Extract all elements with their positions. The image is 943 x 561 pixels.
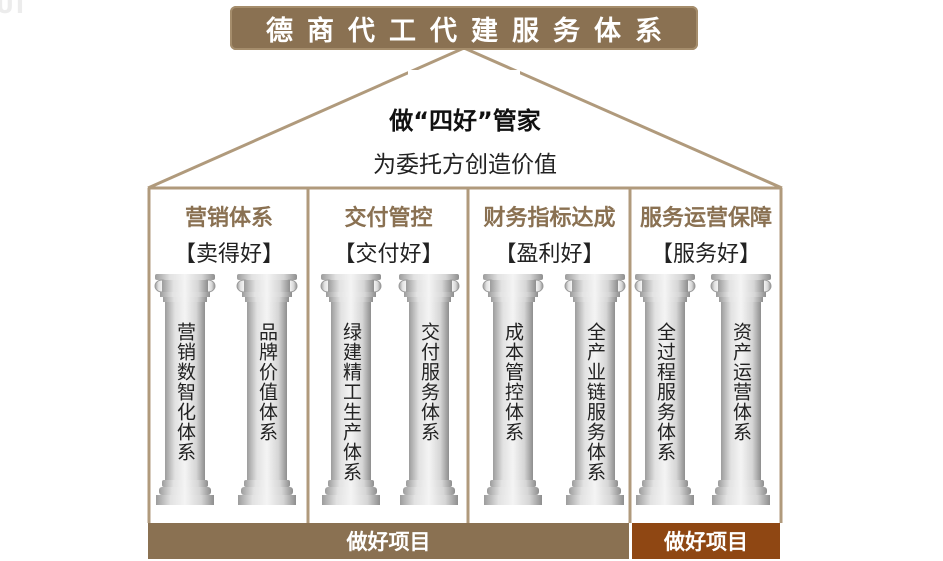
pillar-label: 品牌价值体系 — [256, 322, 278, 442]
pillar: 品牌价值体系 — [236, 272, 298, 508]
page-title: 德商代工代建服务体系 — [266, 15, 676, 47]
pillar-label: 成本管控体系 — [502, 322, 524, 442]
foundation-bar-right: 做好项目 — [632, 523, 780, 559]
section-title-marketing: 营销体系 — [184, 206, 273, 231]
pillar: 成本管控体系 — [482, 272, 544, 508]
pillar: 绿建精工生产体系 — [320, 272, 382, 508]
section-subtitle-finance: 【盈利好】 — [494, 242, 605, 267]
pillar-label: 全产业链服务体系 — [584, 322, 606, 482]
pillar: 营销数智化体系 — [154, 272, 216, 508]
section-subtitle-delivery: 【交付好】 — [333, 242, 444, 267]
roof-slogan-main: 做“四好”管家 — [389, 107, 541, 135]
pillar: 交付服务体系 — [398, 272, 460, 508]
watermark: UI — [0, 0, 27, 19]
pillar: 全产业链服务体系 — [564, 272, 626, 508]
pillar-label: 绿建精工生产体系 — [340, 322, 362, 482]
section-title-service: 服务运营保障 — [639, 206, 772, 231]
pillar: 全过程服务体系 — [634, 272, 696, 508]
foundation-bar-left: 做好项目 — [148, 523, 629, 559]
section-title-finance: 财务指标达成 — [483, 206, 616, 231]
pillar-label: 资产运营体系 — [730, 322, 752, 442]
pillar-label: 交付服务体系 — [418, 322, 440, 442]
section-subtitle-service: 【服务好】 — [650, 242, 761, 267]
section-title-delivery: 交付管控 — [344, 206, 433, 231]
roof-slogan-sub: 为委托方创造价值 — [373, 152, 557, 178]
pillar: 资产运营体系 — [710, 272, 772, 508]
pillar-label: 营销数智化体系 — [174, 322, 196, 462]
pillar-label: 全过程服务体系 — [654, 322, 676, 462]
roof-gap — [408, 70, 520, 80]
title-banner: 德商代工代建服务体系 — [230, 6, 698, 50]
section-subtitle-marketing: 【卖得好】 — [173, 242, 284, 267]
